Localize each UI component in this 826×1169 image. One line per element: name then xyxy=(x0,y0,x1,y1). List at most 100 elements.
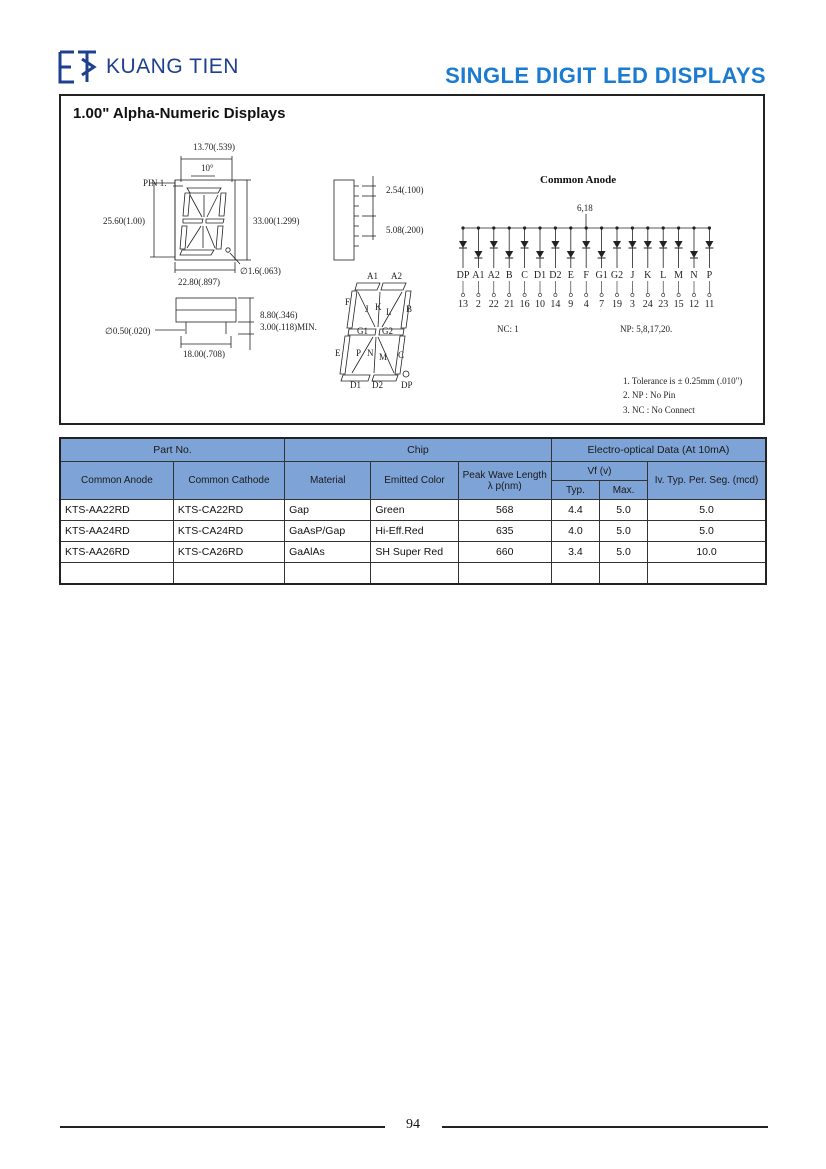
segment-label-c: C xyxy=(521,270,528,281)
cell-vf-max: 5.0 xyxy=(598,520,649,542)
spec-table: Part No. Chip Electro-optical Data (At 1… xyxy=(59,437,767,585)
cell-material: Gap xyxy=(284,499,372,521)
pin-node xyxy=(692,293,696,297)
led-diode-d2 xyxy=(551,241,560,248)
led-diode-g2 xyxy=(613,241,621,248)
segment-label-k: K xyxy=(644,270,652,281)
table-row: KTS-AA24RD KTS-CA24RD GaAsP/Gap Hi-Eff.R… xyxy=(59,520,767,542)
seg-a2: A2 xyxy=(391,271,402,281)
seg-dp: DP xyxy=(401,380,413,390)
pin-number: 7 xyxy=(599,299,604,310)
pin-number: 11 xyxy=(705,299,715,310)
cell-vf-max: 5.0 xyxy=(598,541,649,563)
cell-peak-wave xyxy=(457,562,552,585)
pin-node xyxy=(461,293,465,297)
segment-label-b: B xyxy=(506,270,513,281)
side-view xyxy=(333,176,376,261)
cell-emitted-color: SH Super Red xyxy=(370,541,459,563)
seg-a1: A1 xyxy=(367,271,378,281)
dim-width-bottom: 22.80(.897) xyxy=(178,277,220,287)
pin-number: 15 xyxy=(674,299,684,310)
pin-node xyxy=(553,293,558,297)
pin-node xyxy=(599,293,604,297)
segment-label-d1: D1 xyxy=(534,270,546,281)
footer-rule-right xyxy=(442,1126,768,1128)
circuit-np: NP: 5,8,17,20. xyxy=(620,324,672,334)
dim-height-right: 33.00(1.299) xyxy=(253,216,300,226)
pin-node xyxy=(568,293,573,297)
bottom-view xyxy=(155,297,254,350)
pin-node xyxy=(615,293,619,297)
brand: KUANG TIEN xyxy=(58,49,239,85)
dim-angle: 10° xyxy=(201,163,214,173)
seg-g1: G1 xyxy=(357,326,368,336)
led-diode-a1 xyxy=(474,251,483,258)
cell-common-anode: KTS-AA24RD xyxy=(59,520,174,542)
cell-material: GaAlAs xyxy=(284,541,372,563)
pin-node xyxy=(676,293,681,297)
pin-number: 22 xyxy=(489,299,499,310)
seg-l: L xyxy=(386,307,392,317)
header-peak-wave-line2: λ p(nm) xyxy=(487,480,522,492)
dim-width-top: 13.70(.539) xyxy=(193,142,235,152)
cell-iv xyxy=(647,562,767,585)
dim-pin-length: 3.00(.118)MIN. xyxy=(260,322,317,332)
led-diode-e xyxy=(566,251,575,258)
seg-f: F xyxy=(345,297,350,307)
cell-iv: 5.0 xyxy=(647,499,767,521)
footer-rule-left xyxy=(60,1126,385,1128)
segment-label-e: E xyxy=(568,270,574,281)
seg-g2: G2 xyxy=(382,326,393,336)
header-electro-optical: Electro-optical Data (At 10mA) xyxy=(550,437,767,462)
seg-p: P xyxy=(356,348,361,358)
segment-diagram xyxy=(339,282,412,382)
pin-node xyxy=(507,293,512,297)
seg-c: C xyxy=(398,350,404,360)
table-row: KTS-AA22RD KTS-CA22RD Gap Green 568 4.4 … xyxy=(59,499,767,521)
led-diode-a2 xyxy=(489,241,498,248)
segment-label-m: M xyxy=(674,270,683,281)
dim-pin-diameter: ∅0.50(.020) xyxy=(105,326,150,336)
dim-pitch1: 2.54(.100) xyxy=(386,185,424,195)
cell-peak-wave: 660 xyxy=(457,541,552,563)
cell-emitted-color xyxy=(370,562,459,585)
brand-name: KUANG TIEN xyxy=(106,55,239,78)
dim-height-left: 25.60(1.00) xyxy=(103,216,145,226)
pin-number: 24 xyxy=(643,299,653,310)
header-common-anode: Common Anode xyxy=(59,461,174,500)
pin-number: 2 xyxy=(476,299,481,310)
note-2: 2. NP : No Pin xyxy=(623,390,676,400)
cell-vf-max xyxy=(598,562,649,585)
seg-n: N xyxy=(367,348,374,358)
pin-number: 12 xyxy=(689,299,699,310)
pin-node xyxy=(630,293,635,297)
header-emitted-color: Emitted Color xyxy=(370,461,459,500)
cell-vf-typ xyxy=(550,562,600,585)
cell-iv: 5.0 xyxy=(647,520,767,542)
led-diode-p xyxy=(705,241,714,248)
header-vf: Vf (v) xyxy=(550,461,649,481)
seg-b: B xyxy=(406,304,412,314)
pin-number: 16 xyxy=(520,299,530,310)
cell-emitted-color: Green xyxy=(370,499,459,521)
table-row xyxy=(59,562,767,585)
drawing-frame xyxy=(59,94,765,425)
led-diode-c xyxy=(520,241,529,248)
led-diode-g1 xyxy=(597,251,606,258)
cell-emitted-color: Hi-Eff.Red xyxy=(370,520,459,542)
pin-number: 19 xyxy=(612,299,622,310)
pin-node xyxy=(584,293,589,297)
pin-number: 9 xyxy=(568,299,573,310)
pin-node xyxy=(491,293,496,297)
seg-d1: D1 xyxy=(350,380,361,390)
section-title: 1.00" Alpha-Numeric Displays xyxy=(73,105,286,122)
cell-common-cathode: KTS-CA26RD xyxy=(172,541,286,563)
segment-label-n: N xyxy=(690,270,697,281)
seg-k: K xyxy=(375,302,382,312)
pin-node xyxy=(707,293,712,297)
segment-label-a2: A2 xyxy=(488,270,500,281)
cell-common-anode: KTS-AA26RD xyxy=(59,541,174,563)
header-chip: Chip xyxy=(284,437,552,462)
pin-number: 4 xyxy=(584,299,589,310)
cell-iv: 10.0 xyxy=(647,541,767,563)
